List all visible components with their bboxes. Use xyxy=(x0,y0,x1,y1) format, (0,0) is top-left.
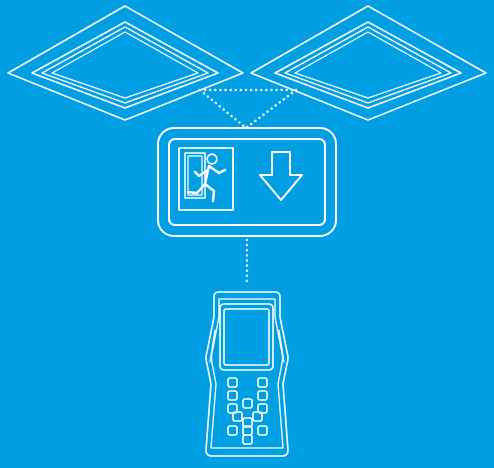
emergency-lighting-diagram xyxy=(0,0,494,468)
background xyxy=(0,0,494,468)
diagram-canvas xyxy=(0,0,494,468)
